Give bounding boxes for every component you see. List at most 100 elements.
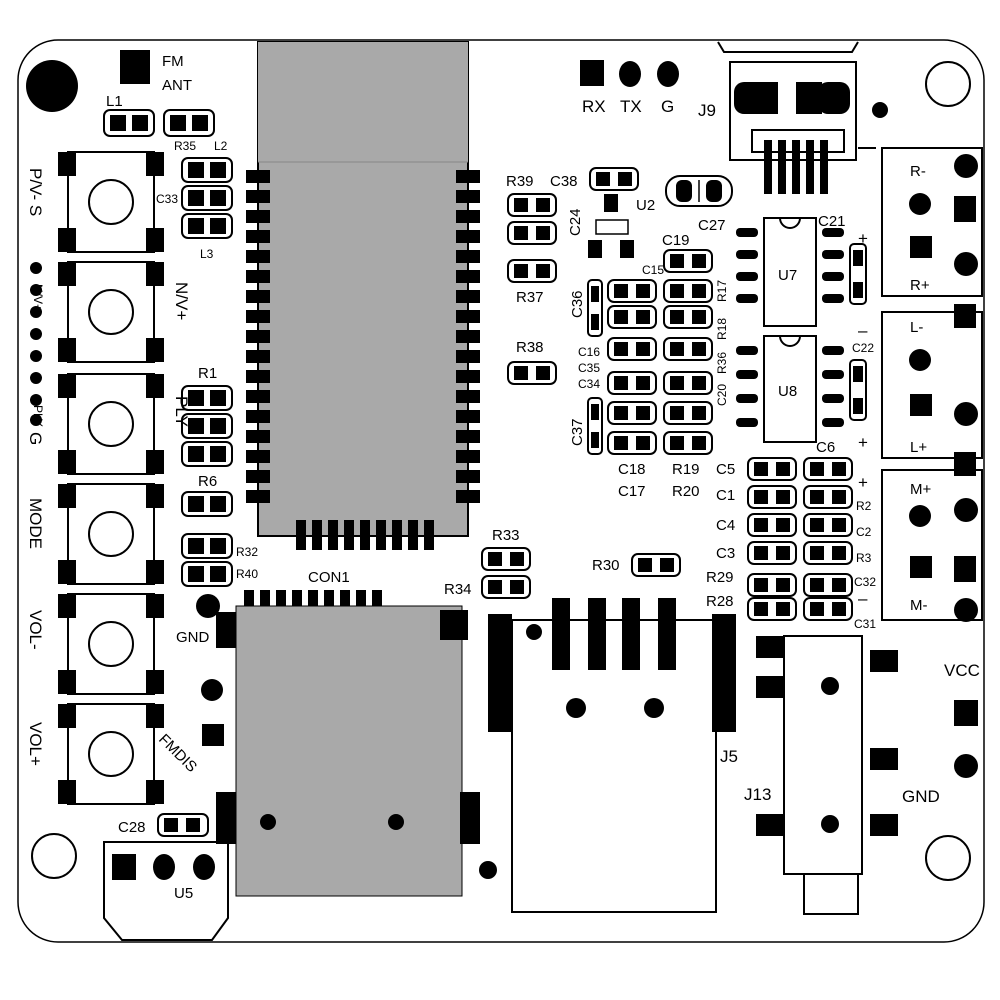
l-plus-label: L+ <box>910 439 927 456</box>
minus-l: – <box>858 321 868 340</box>
button-vol-minus[interactable] <box>58 593 164 695</box>
l1-component <box>103 109 155 137</box>
r19-label: R19 <box>672 461 700 478</box>
gnd-right-label: GND <box>902 787 940 806</box>
vol-minus-label: VOL- <box>26 610 45 650</box>
c31-label: C31 <box>854 617 876 631</box>
button-vol-plus[interactable] <box>58 703 164 805</box>
r1-label: R1 <box>198 365 217 382</box>
gnd-left-pad <box>196 594 220 618</box>
c5-label: C5 <box>716 461 735 478</box>
c27-crystal <box>665 175 733 207</box>
rx-label: RX <box>582 97 606 116</box>
c37-label: C37 <box>569 418 586 446</box>
vcc-label: VCC <box>944 661 980 680</box>
c38-label: C38 <box>550 173 578 190</box>
r-minus-label: R- <box>910 163 926 180</box>
r35-label: R35 <box>174 139 196 153</box>
r29-label: R29 <box>706 569 734 586</box>
l2-c33-l3-footprints <box>181 157 233 239</box>
mounting-hole-bottom-left <box>31 833 77 879</box>
ant-label: ANT <box>162 77 192 94</box>
l1-label: L1 <box>106 93 123 110</box>
terminal-r[interactable] <box>881 147 983 297</box>
c38-component <box>589 167 639 191</box>
c2-label: C2 <box>856 525 872 539</box>
plus-r: + <box>858 229 868 248</box>
r-plus-label: R+ <box>910 277 930 294</box>
con1-label: CON1 <box>308 569 350 586</box>
c6-label: C6 <box>816 439 835 456</box>
c28-label: C28 <box>118 819 146 836</box>
u7-label: U7 <box>778 267 797 284</box>
r17-label: R17 <box>715 280 729 302</box>
c34-label: C34 <box>578 377 600 391</box>
c18-label: C18 <box>618 461 646 478</box>
j13-audio-jack[interactable] <box>756 635 898 915</box>
button-ply[interactable] <box>58 373 164 475</box>
j5-usb-a-port[interactable] <box>479 598 736 913</box>
c1-label: C1 <box>716 487 735 504</box>
vol-plus-label: VOL+ <box>26 722 45 766</box>
button-pv-minus[interactable] <box>58 151 164 253</box>
terminal-m[interactable] <box>881 469 983 622</box>
c15-label: C15 <box>642 263 664 277</box>
bt-module-left-pins <box>246 170 270 503</box>
c21-c22-caps <box>849 243 867 421</box>
ant-component <box>163 109 215 137</box>
j9-micro-usb[interactable] <box>717 41 876 194</box>
r33-label: R33 <box>492 527 520 544</box>
u5-label: U5 <box>174 885 193 902</box>
r33-r34-footprints <box>481 547 531 599</box>
rx-pad <box>580 60 604 86</box>
u8-ic <box>736 335 844 443</box>
j9-label: J9 <box>698 101 716 120</box>
left-header-pins <box>30 262 42 426</box>
r28-label: R28 <box>706 593 734 610</box>
r20-label: R20 <box>672 483 700 500</box>
passive-grid-mid <box>607 249 713 455</box>
r30-label: R30 <box>592 557 620 574</box>
plus-m: + <box>858 473 868 492</box>
r38-component <box>507 361 557 385</box>
c21-label: C21 <box>818 213 846 230</box>
m-minus-label: M- <box>910 597 928 614</box>
bt-module-right-pins <box>456 170 480 503</box>
l-minus-label: L- <box>910 319 923 336</box>
left-pad-1 <box>201 679 223 701</box>
ply-label: PLY <box>172 396 191 427</box>
r40-label: R40 <box>236 567 258 581</box>
vcc-pad <box>954 700 978 726</box>
j5-label: J5 <box>720 747 738 766</box>
r39-c24-footprints <box>507 193 557 283</box>
c28-component <box>157 813 209 837</box>
left-pad-2 <box>202 724 224 746</box>
c20-label: C20 <box>715 384 729 406</box>
tx-pad <box>619 61 641 87</box>
u8-label: U8 <box>778 383 797 400</box>
bt-module-bottom-pins <box>296 520 434 550</box>
r34-label: R34 <box>444 581 472 598</box>
c24-label: C24 <box>567 208 584 236</box>
minus-m: – <box>858 589 868 608</box>
button-mode[interactable] <box>58 483 164 585</box>
r6-group <box>181 491 233 587</box>
j13-label: J13 <box>744 785 771 804</box>
con1-pins <box>244 590 382 618</box>
c35-label: C35 <box>578 361 600 375</box>
mode-label: MODE <box>26 498 45 549</box>
c17-label: C17 <box>618 483 646 500</box>
bt-module <box>257 41 469 537</box>
r39-label: R39 <box>506 173 534 190</box>
con1-sd-card-slot[interactable] <box>216 605 480 897</box>
c36-label: C36 <box>569 290 586 318</box>
g-pad <box>657 61 679 87</box>
tx-label: TX <box>620 97 642 116</box>
g-label: G <box>661 97 674 116</box>
c22-label: C22 <box>852 341 874 355</box>
button-nv-plus[interactable] <box>58 261 164 363</box>
r6-label: R6 <box>198 473 217 490</box>
fm-ant-pad <box>120 50 150 84</box>
c16-label: C16 <box>578 345 600 359</box>
c32-label: C32 <box>854 575 876 589</box>
